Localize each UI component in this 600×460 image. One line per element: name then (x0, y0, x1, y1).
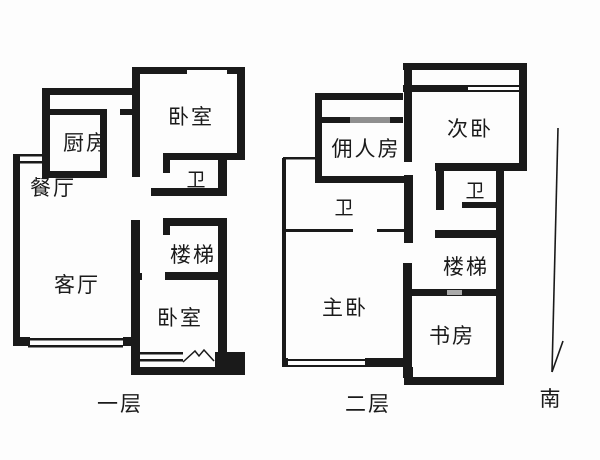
room-label-living: 客厅 (54, 273, 100, 297)
south-arrow-barb (551, 340, 564, 373)
room-label-dining: 餐厅 (30, 176, 76, 200)
room-label-master-bedroom: 主卧 (322, 296, 368, 320)
room-label-maid: 佣人房 (332, 137, 401, 161)
second-floor-walls (282, 63, 527, 385)
floor-label-second: 二层 (345, 392, 391, 416)
floor-label-first: 一层 (97, 392, 143, 416)
room-label-stairs-1f: 楼梯 (170, 243, 216, 267)
entry-door-symbol (182, 348, 215, 363)
room-label-bathroom-1f: 卫 (186, 169, 207, 191)
first-floor-walls (13, 67, 245, 375)
room-label-stairs-2f: 楼梯 (443, 255, 489, 279)
room-label-bathroom-2f-left: 卫 (334, 197, 355, 219)
room-label-study: 书房 (429, 324, 475, 348)
south-label: 南 (540, 387, 563, 411)
room-label-bedroom-bottom: 卧室 (157, 306, 203, 330)
room-label-secondary-bedroom: 次卧 (447, 117, 493, 141)
south-arrow-line (551, 127, 559, 373)
maid-room-window (350, 117, 390, 123)
first-floor-plan: 厨房 卧室 餐厅 卫 客厅 楼梯 卧室 一层 (13, 67, 245, 416)
study-door (447, 290, 462, 295)
room-label-bathroom-2f-right: 卫 (465, 180, 486, 202)
room-label-bedroom-top: 卧室 (168, 105, 214, 129)
room-label-kitchen: 厨房 (63, 131, 109, 155)
second-floor-plan: 佣人房 次卧 卫 卫 楼梯 主卧 书房 二层 (282, 63, 527, 416)
compass: 南 (540, 127, 564, 411)
